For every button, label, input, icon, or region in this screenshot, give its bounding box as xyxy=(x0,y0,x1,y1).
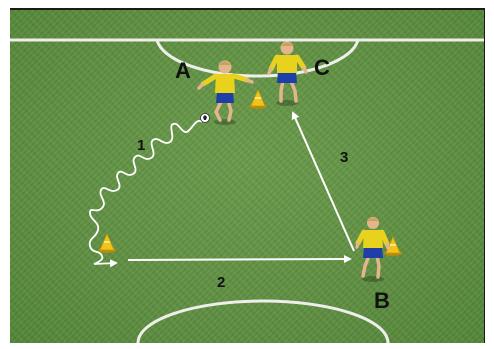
cone-icon xyxy=(249,89,267,109)
dribble-path xyxy=(88,119,203,268)
pitch: A C B 1 2 3 xyxy=(10,8,485,343)
pass-arrow-2 xyxy=(127,255,352,264)
cone-icon xyxy=(98,233,116,253)
center-circle-arc xyxy=(155,39,360,78)
pass-arrow-3 xyxy=(291,111,355,252)
player-a-label: A xyxy=(175,58,191,83)
bottom-circle-arc xyxy=(136,299,390,343)
player-b-figure xyxy=(355,217,390,282)
player-b-label: B xyxy=(374,288,390,313)
cone-icon xyxy=(384,236,402,256)
player-c-figure xyxy=(267,41,308,106)
step-3-label: 3 xyxy=(340,149,349,166)
pitch-drawing xyxy=(10,38,484,343)
player-c-label: C xyxy=(314,55,330,80)
step-2-label: 2 xyxy=(217,274,226,291)
ball-icon xyxy=(200,113,210,123)
player-a-figure xyxy=(197,60,254,125)
step-1-label: 1 xyxy=(137,137,146,154)
